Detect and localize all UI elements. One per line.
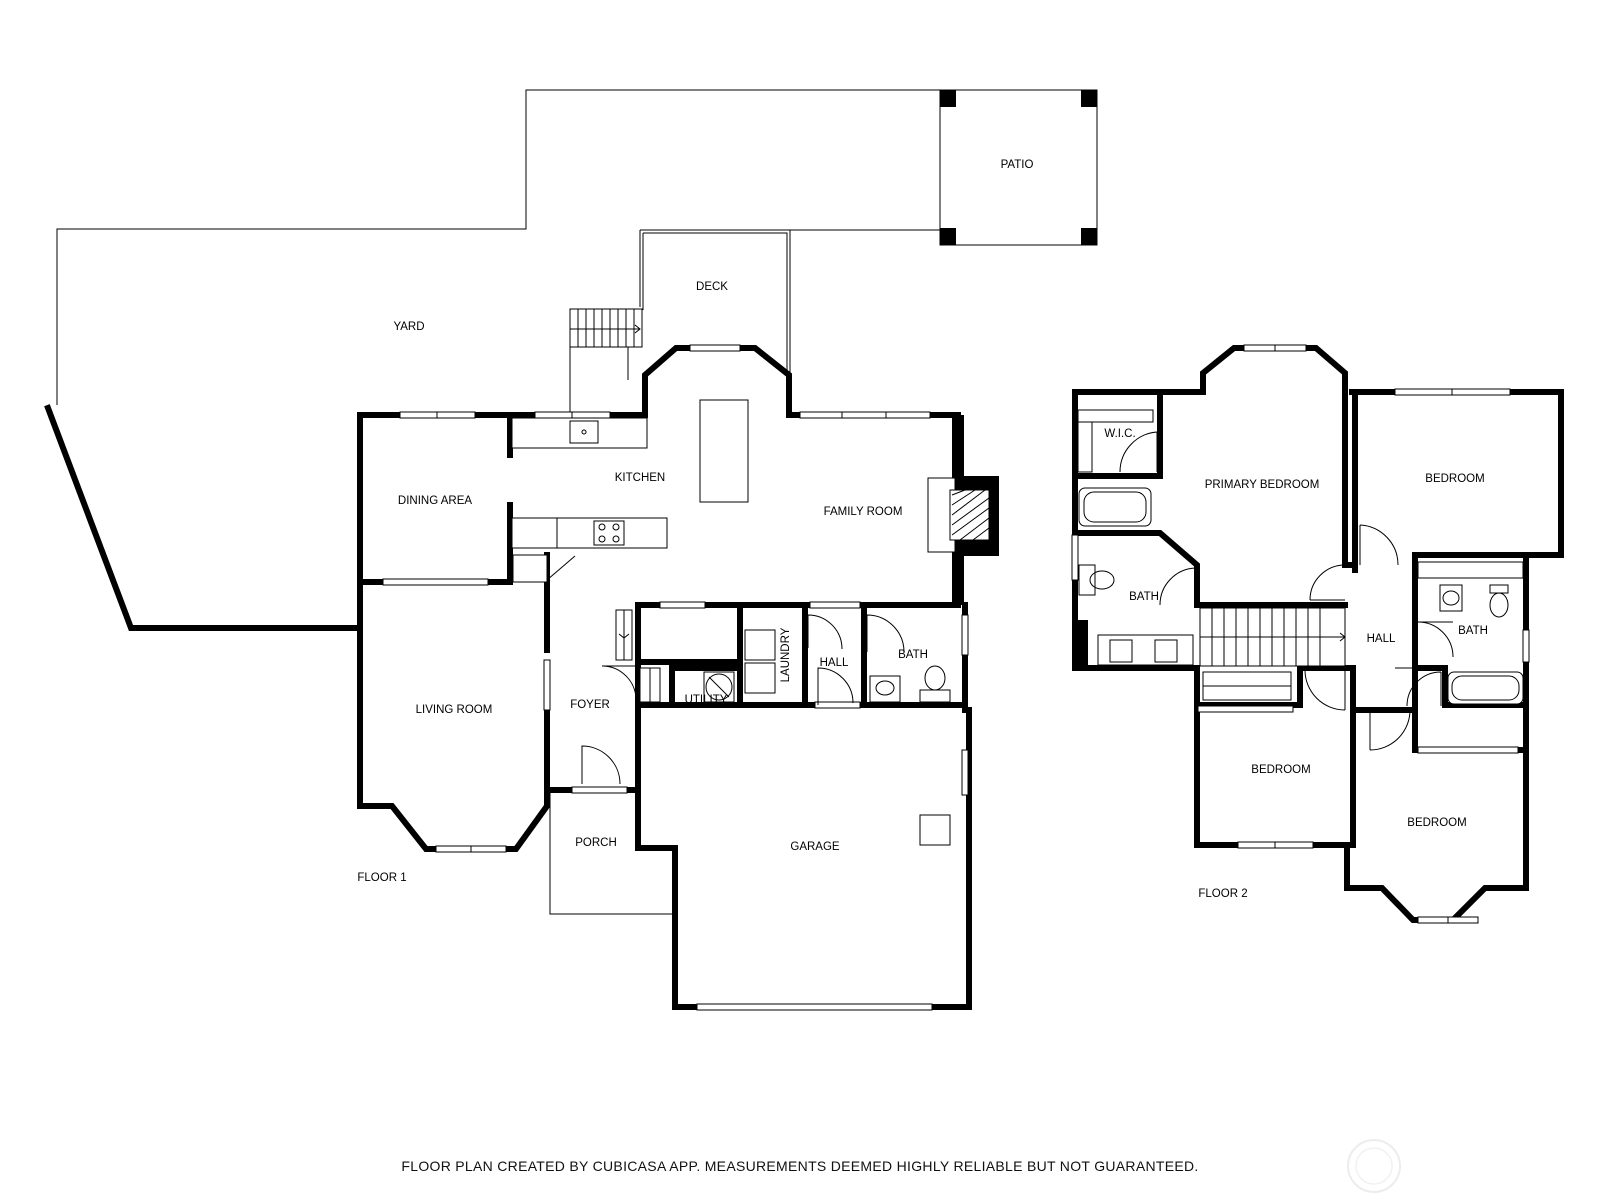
interior-wall [1194, 665, 1303, 708]
kitchen-island [699, 399, 749, 503]
yard-boundary [44, 404, 363, 631]
floor-2-label: FLOOR 2 [1198, 888, 1247, 900]
kitchen-fixtures [511, 399, 749, 583]
room-label-bath: BATH [898, 649, 928, 661]
patio-post [940, 228, 956, 245]
room-label-hall: HALL [820, 657, 849, 669]
interior-wall [1345, 562, 1358, 573]
interior-wall [1072, 530, 1348, 608]
interior-wall [1342, 665, 1356, 848]
watermark-icon-inner [1355, 1147, 1393, 1185]
interior-wall [357, 552, 513, 585]
laundry-fixtures [744, 629, 776, 694]
foyer-closet [615, 609, 661, 703]
room-label-bedroom: BEDROOM [1407, 817, 1466, 829]
doors-floor1 [581, 601, 905, 785]
primary-bath-fixtures [1078, 487, 1196, 666]
patio-outline [939, 89, 1098, 246]
room-label-utility: UTILITY [685, 694, 728, 706]
room-label-patio: PATIO [1001, 159, 1034, 171]
exterior-wall [357, 412, 513, 631]
room-label-living: LIVING ROOM [416, 704, 493, 716]
exterior-wall [1349, 389, 1564, 713]
room-label-bedroom: BEDROOM [1251, 764, 1310, 776]
room-label-deck: DECK [696, 281, 728, 293]
floor-2-plan [1071, 344, 1564, 924]
room-label-dining: DINING AREA [398, 495, 472, 507]
room-label-yard: YARD [393, 321, 424, 333]
room-label-wic: W.I.C. [1104, 428, 1135, 440]
fireplace [927, 415, 999, 605]
interior-wall [1412, 552, 1529, 708]
porch-outline [549, 790, 672, 915]
interior-wall [802, 602, 867, 708]
floor-1-plan [44, 89, 1098, 1011]
watermark-icon [1347, 1139, 1401, 1193]
room-label-foyer: FOYER [570, 699, 610, 711]
garage-fixture [919, 814, 951, 846]
room-label-garage: GARAGE [790, 841, 840, 853]
room-labels: YARD PATIO DECK KITCHEN DINING AREA FAMI… [357, 159, 1488, 900]
wall-fill [1072, 620, 1088, 670]
exterior-wall [1344, 707, 1529, 923]
floor-1-label: FLOOR 1 [357, 872, 406, 884]
exterior-wall [1072, 345, 1348, 671]
room-label-kitchen: KITCHEN [615, 472, 665, 484]
room-label-bath: BATH [1458, 625, 1488, 637]
room-label-bath: BATH [1129, 591, 1159, 603]
stairs [1199, 607, 1346, 667]
yard-outline [56, 89, 940, 405]
doors-floor2 [1202, 524, 1415, 751]
patio-post [1081, 228, 1097, 245]
interior-wall [669, 665, 743, 708]
hall-bath-fixtures [1406, 561, 1524, 707]
interior-wall [1412, 552, 1529, 588]
patio-post [940, 90, 956, 107]
room-label-porch: PORCH [575, 837, 617, 849]
exterior-wall [635, 707, 972, 1010]
patio-post [1081, 90, 1097, 107]
room-label-primary-bedroom: PRIMARY BEDROOM [1205, 479, 1320, 491]
interior-wall [1350, 702, 1529, 753]
disclaimer-text: FLOOR PLAN CREATED BY CUBICASA APP. MEAS… [401, 1158, 1199, 1174]
windows [1071, 344, 1530, 924]
utility-fixtures [703, 671, 735, 703]
room-label-bedroom: BEDROOM [1425, 473, 1484, 485]
deck-stairs [569, 308, 643, 417]
room-label-laundry: LAUNDRY [780, 627, 792, 682]
interior-wall [1072, 389, 1163, 479]
room-label-hall: HALL [1367, 633, 1396, 645]
deck-outline [639, 230, 788, 371]
wic-fixtures [1077, 409, 1158, 473]
room-label-family: FAMILY ROOM [824, 506, 903, 518]
bath-fixtures-floor1 [869, 665, 951, 703]
